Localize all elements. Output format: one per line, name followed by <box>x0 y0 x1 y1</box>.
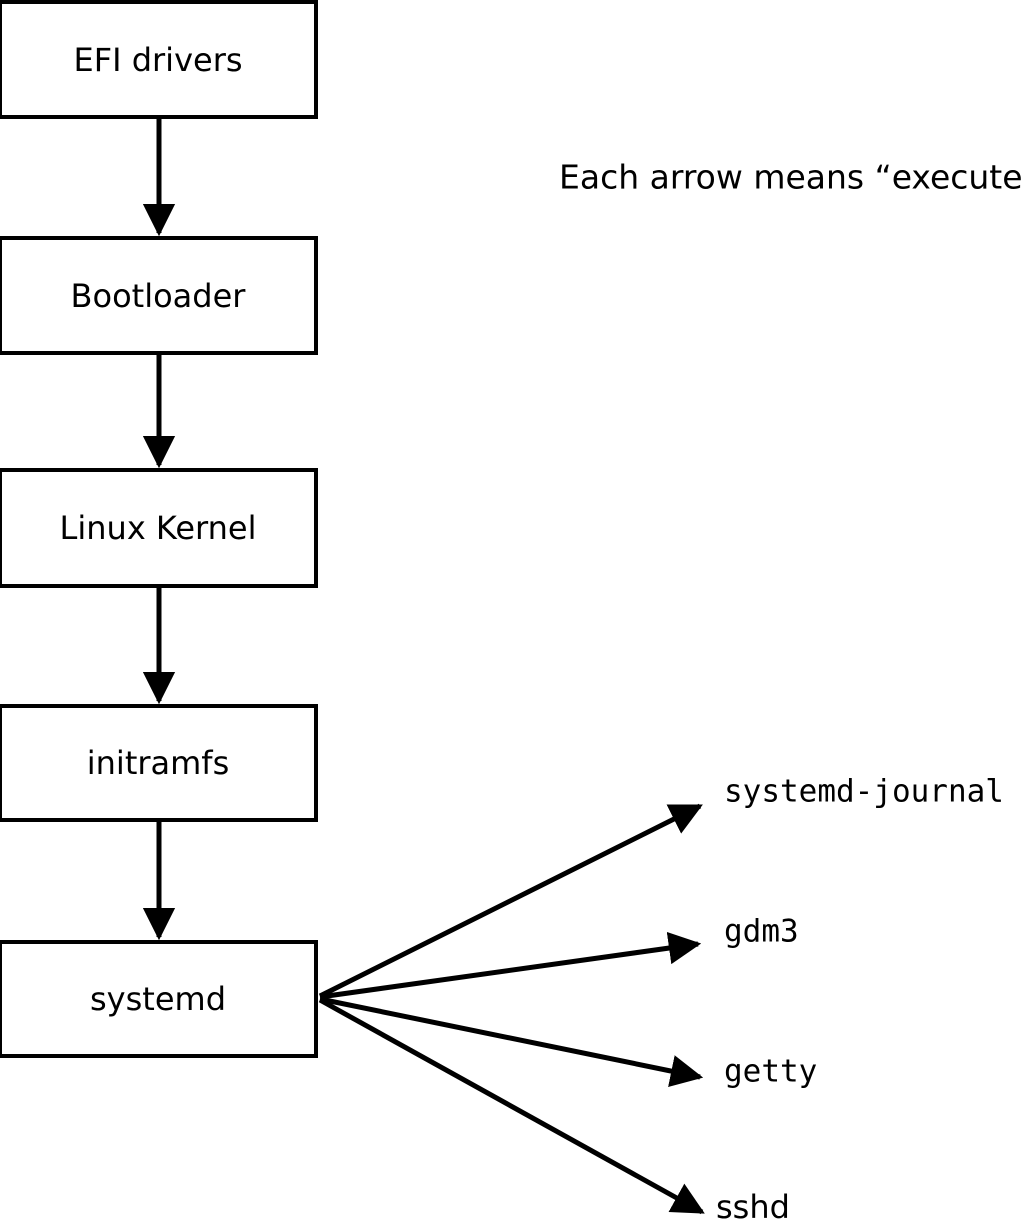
arrow-systemd-to-systemd-journal <box>318 803 703 999</box>
node-systemd-label: systemd <box>90 980 226 1018</box>
node-bootloader: Bootloader <box>0 236 318 355</box>
node-linux-kernel-label: Linux Kernel <box>59 509 257 547</box>
node-systemd: systemd <box>0 940 318 1058</box>
child-label-gdm3: gdm3 <box>724 913 799 950</box>
node-initramfs: initramfs <box>0 704 318 822</box>
arrow-systemd-to-sshd <box>318 997 705 1215</box>
node-efi-drivers-label: EFI drivers <box>73 40 243 79</box>
child-label-sshd: sshd <box>716 1188 790 1226</box>
child-label-systemd-journal: systemd-journal <box>724 773 1004 810</box>
node-efi-drivers: EFI drivers <box>0 0 318 119</box>
node-initramfs-label: initramfs <box>86 744 230 782</box>
node-bootloader-label: Bootloader <box>70 276 246 315</box>
node-linux-kernel: Linux Kernel <box>0 468 318 588</box>
annotation-note: Each arrow means “executes”. <box>559 157 1023 197</box>
arrow-systemd-to-getty <box>319 996 704 1088</box>
arrow-systemd-to-gdm3 <box>319 931 702 1000</box>
child-label-getty: getty <box>724 1053 818 1090</box>
